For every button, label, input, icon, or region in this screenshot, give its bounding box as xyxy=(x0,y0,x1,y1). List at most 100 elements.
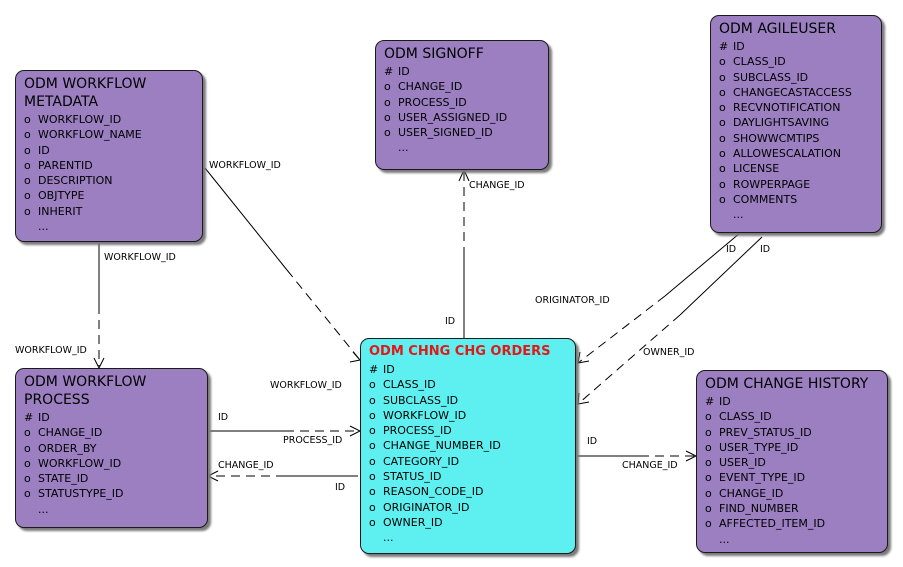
rel-signoff-orders xyxy=(458,168,470,338)
rel-owner xyxy=(577,236,763,405)
field-marker: o xyxy=(384,95,391,109)
field-name: ID xyxy=(719,395,731,408)
rel-label: WORKFLOW_ID xyxy=(270,380,342,391)
field-name: CHANGECASTACCESS xyxy=(733,85,852,99)
field-name: ... xyxy=(733,208,744,222)
field-name: CHANGE_ID xyxy=(398,80,463,94)
field-marker: o xyxy=(719,70,726,84)
field-name: LICENSE xyxy=(733,162,780,176)
rel-label: WORKFLOW_ID xyxy=(104,252,176,263)
field-marker: o xyxy=(24,113,31,126)
rel-originator xyxy=(577,232,741,364)
entity-title: ODM CHANGE HISTORY xyxy=(705,376,869,392)
entity-field: #ID xyxy=(711,39,881,54)
field-name: CHANGE_ID xyxy=(38,426,103,440)
field-marker: # xyxy=(24,411,34,424)
entity-field: o OWNER_ID xyxy=(361,515,575,530)
field-marker: o xyxy=(369,454,376,468)
entity-field: ... xyxy=(376,140,548,155)
field-name: AFFECTED_ITEM_ID xyxy=(719,517,826,531)
field-marker: o xyxy=(369,378,376,392)
field-name: ... xyxy=(38,502,49,516)
field-marker: o xyxy=(369,408,376,422)
rel-label: ID xyxy=(335,482,346,493)
field-name: PREV_STATUS_ID xyxy=(719,425,812,439)
entity-field: ... xyxy=(16,502,207,517)
entity-field: #ID xyxy=(697,394,887,409)
field-name: PROCESS_ID xyxy=(398,95,467,109)
field-marker: o xyxy=(369,393,376,407)
rel-label: ID xyxy=(587,436,598,447)
entity-field: o CHANGECASTACCESS xyxy=(711,85,881,100)
field-marker: o xyxy=(24,456,31,470)
field-marker: o xyxy=(24,204,31,218)
field-name: ... xyxy=(383,531,394,545)
field-marker: o xyxy=(719,192,726,206)
entity-field: ... xyxy=(697,532,887,547)
entity-field: o WORKFLOW_ID xyxy=(361,408,575,423)
field-marker: # xyxy=(384,65,394,78)
entity-title: ODM SIGNOFF xyxy=(384,46,484,62)
entity-field: ... xyxy=(711,207,881,222)
field-name: ID xyxy=(38,411,50,424)
field-name: USER_ID xyxy=(719,456,766,470)
field-marker: o xyxy=(719,85,726,99)
rel-label: OWNER_ID xyxy=(643,347,695,358)
field-name: ORDER_BY xyxy=(38,441,97,455)
field-marker: o xyxy=(24,487,31,501)
field-marker: o xyxy=(719,177,726,191)
field-name: ... xyxy=(38,220,49,234)
field-marker: o xyxy=(705,471,712,485)
rel-metadata-process xyxy=(93,242,105,370)
field-name: ID xyxy=(38,143,50,157)
field-marker: o xyxy=(24,426,31,440)
field-name: WORKFLOW_ID xyxy=(383,408,467,422)
field-name: STATUS_ID xyxy=(383,470,442,484)
entity-field: #ID xyxy=(361,362,575,377)
field-name: USER_SIGNED_ID xyxy=(398,126,493,140)
field-marker: o xyxy=(719,147,726,161)
field-marker: o xyxy=(24,143,31,157)
field-name: REASON_CODE_ID xyxy=(383,485,484,499)
entity-field: o ID xyxy=(16,143,202,158)
field-marker: o xyxy=(705,486,712,500)
field-name: USER_TYPE_ID xyxy=(719,440,799,454)
field-marker: o xyxy=(24,128,31,142)
field-marker: o xyxy=(369,515,376,529)
field-marker: o xyxy=(705,502,712,516)
field-marker: o xyxy=(384,110,391,124)
rel-label: ORIGINATOR_ID xyxy=(535,295,610,306)
field-marker: o xyxy=(24,158,31,172)
field-name: CHANGE_NUMBER_ID xyxy=(383,439,501,453)
field-name: OWNER_ID xyxy=(383,515,443,529)
field-name: COMMENTS xyxy=(733,192,798,206)
field-name: ID xyxy=(398,65,410,78)
rel-label: WORKFLOW_ID xyxy=(15,345,87,356)
